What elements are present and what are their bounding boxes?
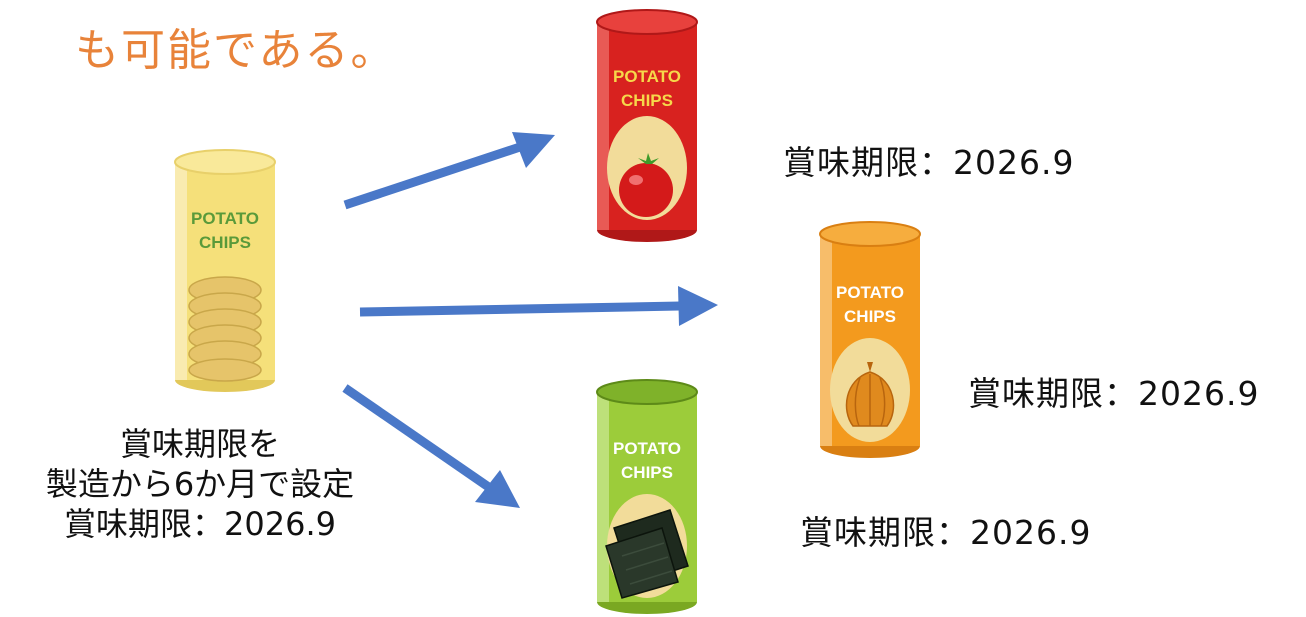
onion-can-label-line2: CHIPS — [844, 307, 896, 326]
headline-text: も可能である。 — [75, 25, 397, 76]
onion-expiry-label: 賞味期限：2026.9 — [968, 374, 1260, 413]
source-can-label-line2: CHIPS — [199, 233, 251, 252]
source-note: 賞味期限を 製造から6か月で設定 賞味期限：2026.9 — [0, 424, 400, 544]
source-can-label-line1: POTATO — [191, 209, 259, 228]
onion-can-orange: POTATO CHIPS — [819, 221, 921, 458]
nori-seaweed-icon — [605, 509, 689, 599]
chip-stack-icon — [188, 276, 262, 382]
arrow-to-onion — [359, 286, 718, 326]
onion-can-label-line1: POTATO — [836, 283, 904, 302]
tomato-can-red: POTATO CHIPS — [596, 9, 698, 242]
nori-expiry-label: 賞味期限：2026.9 — [800, 513, 1092, 552]
nori-can-label-line1: POTATO — [613, 439, 681, 458]
tomato-can-label-line1: POTATO — [613, 67, 681, 86]
source-note-line1: 賞味期限を — [119, 425, 280, 463]
source-can-yellow: POTATO CHIPS — [174, 149, 276, 392]
source-note-line3: 賞味期限：2026.9 — [64, 505, 336, 543]
tomato-can-label-line2: CHIPS — [621, 91, 673, 110]
arrow-to-nori — [342, 384, 520, 508]
arrow-to-tomato — [343, 132, 555, 210]
nori-can-label-line2: CHIPS — [621, 463, 673, 482]
tomato-icon — [619, 153, 673, 217]
onion-icon — [845, 362, 895, 427]
source-note-line2: 製造から6か月で設定 — [45, 465, 355, 503]
nori-can-green: POTATO CHIPS — [596, 379, 698, 614]
tomato-expiry-label: 賞味期限：2026.9 — [783, 143, 1075, 182]
